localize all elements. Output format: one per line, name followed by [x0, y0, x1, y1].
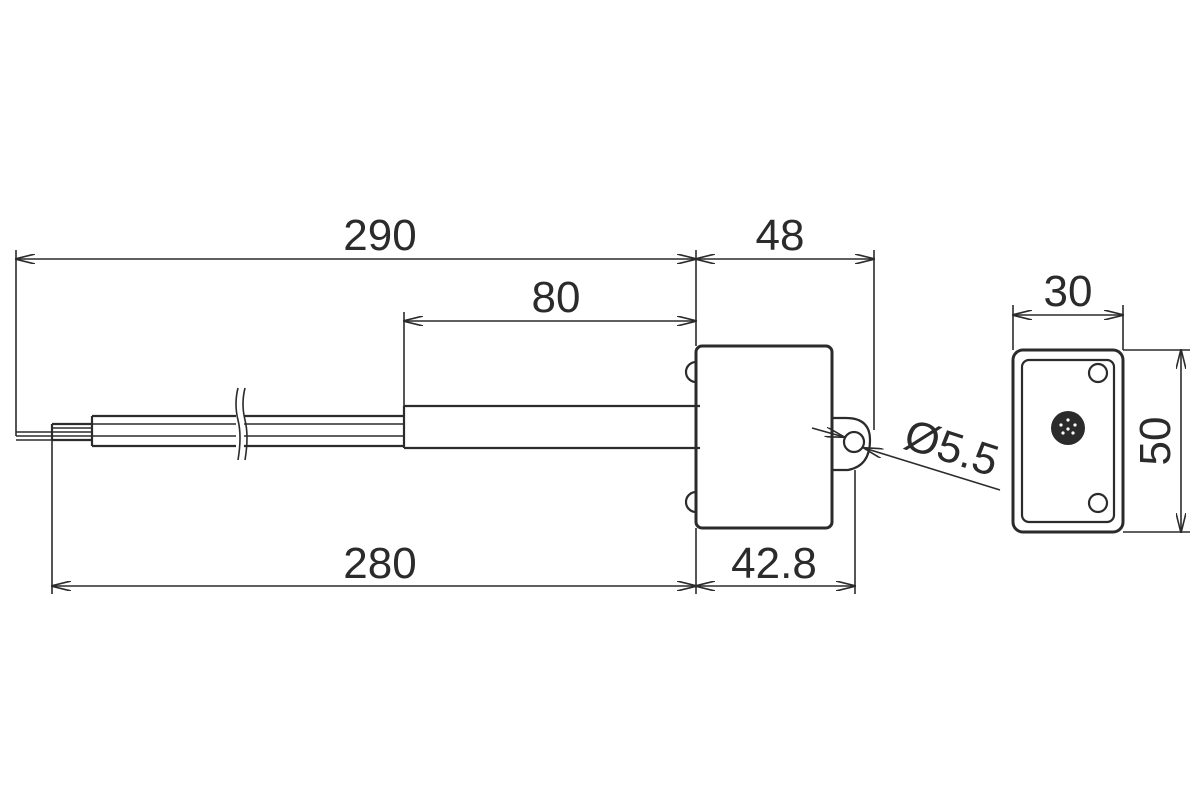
screw-hole-bottom [1087, 492, 1109, 514]
cable-break-symbol [235, 387, 248, 461]
cable-wires [16, 416, 94, 446]
dimension-overall-length: 290 [343, 211, 416, 260]
dimension-sleeve-length: 80 [532, 273, 581, 322]
dimension-cable-length: 280 [343, 539, 416, 588]
mounting-hole [842, 430, 866, 454]
dimension-housing-length: 48 [756, 211, 805, 260]
sleeve [402, 404, 700, 450]
dimension-lines [16, 259, 1181, 586]
dimension-front-height: 50 [1131, 417, 1180, 466]
dimension-front-width: 30 [1044, 267, 1093, 316]
dimension-housing-body-length: 42.8 [731, 539, 817, 588]
housing-front-view [1011, 348, 1125, 534]
cable-jacket [92, 414, 404, 448]
screw-hole-top [1087, 362, 1109, 384]
